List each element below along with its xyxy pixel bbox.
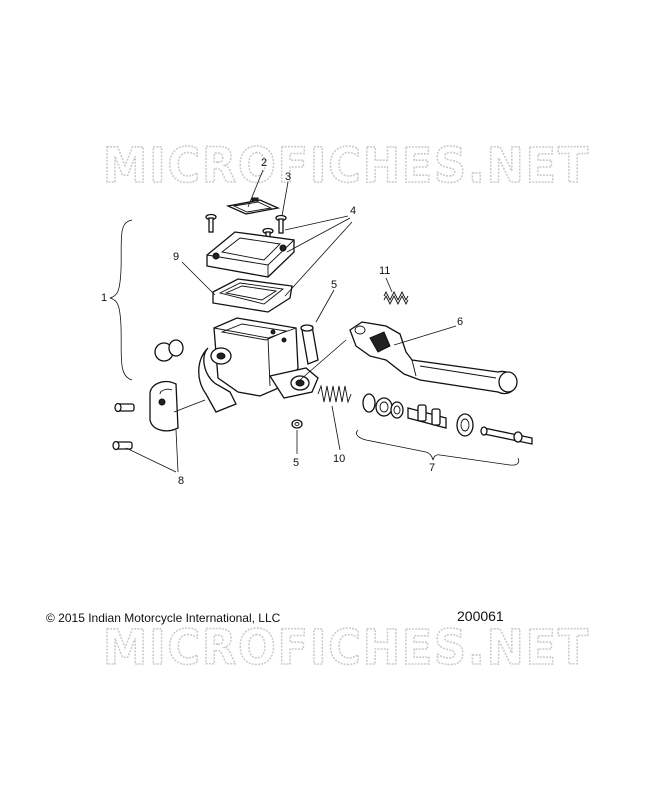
callout-5-bottom: 5 (293, 457, 299, 469)
callout-3: 3 (285, 171, 291, 183)
part-10-spring (317, 384, 352, 404)
callout-1: 1 (101, 292, 107, 304)
master-cylinder-body (198, 317, 319, 413)
callout-2: 2 (261, 157, 267, 169)
leader-11 (385, 277, 393, 293)
part-3-screw-right (275, 214, 287, 234)
callout-10: 10 (333, 453, 345, 465)
part-7-pushrod (480, 426, 533, 445)
leader-8b (125, 447, 177, 473)
part-7-cup-seal-2 (375, 397, 393, 417)
leader-4c (284, 221, 353, 297)
part-7-dust-boot (456, 413, 474, 437)
leader-5a (315, 289, 335, 323)
watermark-top: MICROFICHES.NET (103, 138, 590, 194)
part-4-reservoir-cover (206, 231, 295, 278)
callout-9: 9 (173, 251, 179, 263)
part-7-bracket (356, 429, 520, 466)
part-2-diaphragm (225, 197, 281, 215)
leader-10 (331, 405, 341, 451)
callout-7: 7 (429, 462, 435, 474)
part-8-bolt-lower (112, 440, 133, 451)
bleed-plug (154, 339, 184, 362)
part-4-screw-left (205, 213, 217, 233)
copyright-notice: © 2015 Indian Motorcycle International, … (46, 611, 281, 625)
callout-6: 6 (457, 316, 463, 328)
leader-4a (284, 215, 349, 231)
watermark-bottom: MICROFICHES.NET (103, 620, 590, 676)
part-7-cup-seal-1 (362, 393, 376, 413)
leader-2 (247, 169, 264, 208)
leader-3 (281, 181, 289, 217)
leader-4b (286, 217, 351, 253)
part-7-cup-seal-3 (390, 401, 404, 419)
leader-9 (181, 261, 216, 296)
leader-6 (393, 325, 457, 346)
part-7-piston (407, 404, 447, 429)
part-8-bolt-upper (114, 402, 135, 413)
assembly-bracket (109, 219, 133, 381)
callout-8: 8 (178, 475, 184, 487)
part-5-pivot-pin (300, 324, 319, 365)
leader-8a (175, 429, 179, 473)
callout-11: 11 (379, 265, 390, 277)
leader-8c (173, 399, 206, 413)
drawing-number: 200061 (457, 608, 504, 624)
part-6-brake-lever (349, 321, 518, 395)
part-8-clamp (149, 380, 179, 432)
part-11-spring (383, 290, 409, 306)
callout-5-top: 5 (331, 279, 337, 291)
callout-4: 4 (350, 205, 356, 217)
part-5-circlip (291, 419, 303, 429)
part-9-gasket (212, 278, 293, 313)
leader-5a-body (299, 339, 347, 381)
